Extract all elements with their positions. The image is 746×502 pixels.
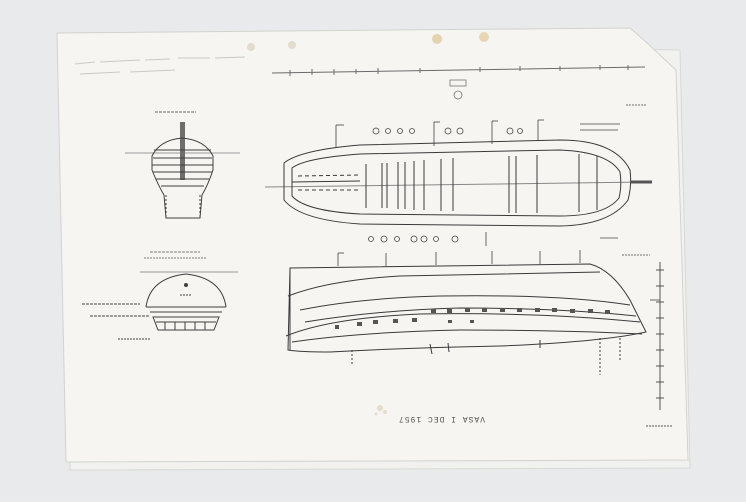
gun-ports bbox=[335, 308, 610, 329]
midship-section-view bbox=[140, 271, 238, 331]
deck-callouts-top bbox=[335, 104, 646, 148]
paper-sheet bbox=[56, 27, 689, 463]
drawing-title-block: VASA I DEC 1957 bbox=[398, 414, 486, 423]
scale-mark bbox=[449, 79, 467, 100]
hull-profile-view bbox=[285, 263, 647, 375]
faint-top-text bbox=[74, 56, 246, 75]
midship-callouts bbox=[82, 303, 153, 340]
paper-stains bbox=[374, 405, 387, 416]
vertical-scale bbox=[646, 262, 672, 427]
deck-plan-view bbox=[264, 139, 652, 227]
scale-bar bbox=[271, 65, 646, 76]
punch-holes bbox=[247, 32, 489, 51]
profile-callouts bbox=[337, 250, 660, 301]
body-section-view bbox=[125, 111, 240, 219]
section-labels bbox=[144, 251, 206, 259]
deck-callouts-bottom bbox=[368, 232, 650, 256]
